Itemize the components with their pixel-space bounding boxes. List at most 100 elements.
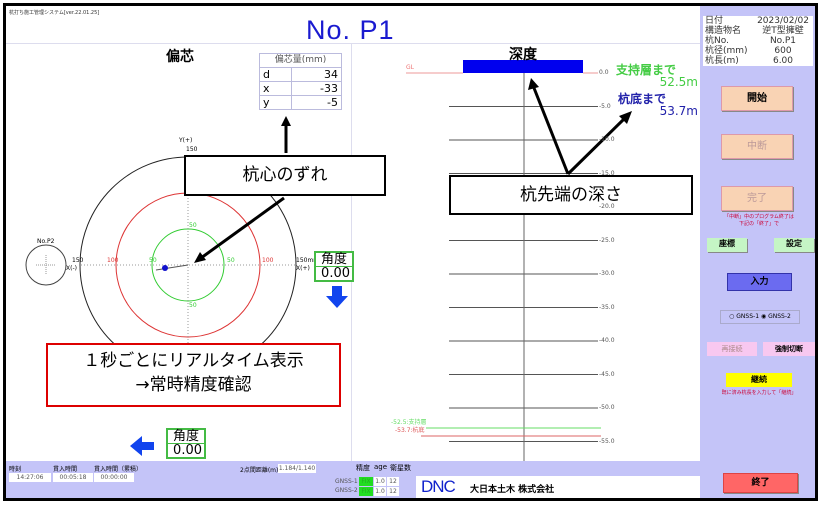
bottom-marker-label: -53.7:杭底 bbox=[395, 427, 425, 434]
gnss2-fix-status: FIX bbox=[359, 487, 373, 496]
tick-50: 50 bbox=[189, 302, 197, 309]
gnss-header-accuracy: 精度 bbox=[356, 464, 370, 472]
depth-tick-label: -30.0 bbox=[599, 270, 615, 277]
tick-100: 100 bbox=[107, 257, 119, 264]
gnss1-radio[interactable]: ○ GNSS-1 bbox=[729, 313, 760, 320]
table-row: 日付 2023/02/02 bbox=[703, 16, 813, 26]
callout-tip-depth: 杭先端の深さ bbox=[449, 175, 693, 215]
radio-label: GNSS-2 bbox=[768, 313, 791, 320]
input-button[interactable]: 入力 bbox=[727, 273, 792, 291]
tick-50: 50 bbox=[227, 257, 235, 264]
left-arrow-icon bbox=[130, 436, 154, 456]
tick-150: 150 bbox=[72, 257, 84, 264]
logo-company: 大日本土木 株式会社 bbox=[470, 485, 555, 495]
gnss2-radio[interactable]: ◉ GNSS-2 bbox=[760, 313, 791, 320]
depth-title: 深度 bbox=[509, 47, 537, 63]
continue-button[interactable]: 継続 bbox=[726, 373, 792, 387]
info-value: 600 bbox=[774, 46, 792, 56]
bottom-angle-display: 角度 0.00 bbox=[166, 428, 206, 459]
eccentricity-title: 偏芯 bbox=[166, 49, 194, 65]
depth-tick-label: -55.0 bbox=[599, 437, 615, 445]
note-line: 下記の「終了」で bbox=[738, 221, 779, 227]
gnss2-sats: 12 bbox=[387, 487, 399, 496]
tick-150: 150 bbox=[186, 146, 198, 153]
depth-tick-label: -25.0 bbox=[599, 236, 615, 244]
cumulative-time-label: 貫入時間（累積） bbox=[94, 466, 143, 473]
callout-arrow bbox=[532, 87, 570, 175]
continue-note: 既に済み杭長を入力して「継続」 bbox=[721, 390, 797, 396]
depth-tick-label: -45.0 bbox=[599, 370, 615, 378]
force-disconnect-button[interactable]: 強制切断 bbox=[763, 342, 815, 356]
callout-line: １秒ごとにリアルタイム表示 bbox=[83, 351, 304, 371]
info-key: 杭径(mm) bbox=[705, 46, 748, 56]
info-key: 杭No. bbox=[705, 36, 729, 46]
offset-vector bbox=[155, 264, 189, 271]
pile-tip-bar bbox=[463, 60, 583, 73]
depth-tick-label: 0.0 bbox=[599, 69, 609, 76]
tick-150mm: 150mm bbox=[296, 257, 320, 264]
neighbor-pile-marker bbox=[25, 244, 67, 286]
settings-button[interactable]: 設定 bbox=[774, 238, 814, 252]
depth-tick-label: -40.0 bbox=[599, 337, 615, 344]
axis-label-x-minus: X(-) bbox=[66, 265, 77, 272]
distance-value: 1.184/1.140 bbox=[278, 464, 316, 473]
to-bearing-value: 52.5m bbox=[659, 75, 698, 89]
angle-label: 角度 bbox=[172, 429, 199, 444]
axis-label-y-plus: Y(+) bbox=[179, 137, 193, 144]
table-row: 構造物名逆T型擁壁 bbox=[703, 26, 813, 36]
depth-tick-label: -20.0 bbox=[599, 203, 615, 210]
gnss2-name: GNSS-2 bbox=[335, 487, 358, 494]
divider bbox=[6, 43, 701, 44]
angle-value: 0.00 bbox=[316, 266, 352, 280]
cumulative-time-value: 00:00:00 bbox=[94, 473, 134, 482]
complete-button[interactable]: 完了 bbox=[721, 186, 793, 211]
control-panel: 日付 2023/02/02 構造物名逆T型擁壁 杭No. No.P1 杭径(mm) 6… bbox=[700, 6, 815, 498]
status-bar: 時刻 14:27:06 貫入時間 00:05:18 貫入時間（累積） 00:00… bbox=[6, 461, 700, 498]
to-bearing-label: 支持層まで bbox=[616, 63, 677, 77]
app-window: 杭打ち施工管理システム[ver.22.01.25] No. P1 偏芯 偏芯量(… bbox=[3, 3, 818, 501]
pause-button[interactable]: 中断 bbox=[721, 134, 793, 159]
gnss1-name: GNSS-1 bbox=[335, 478, 358, 485]
arrow-head bbox=[194, 252, 206, 263]
gnss1-fix-status: FIX bbox=[359, 477, 373, 486]
coords-button[interactable]: 座標 bbox=[707, 238, 747, 252]
app-title: 杭打ち施工管理システム[ver.22.01.25] bbox=[9, 10, 100, 16]
to-bottom-value: 53.7m bbox=[659, 104, 698, 118]
arrow-head bbox=[528, 78, 539, 90]
info-value: No.P1 bbox=[769, 36, 797, 46]
exit-button[interactable]: 終了 bbox=[723, 473, 798, 493]
time-value: 14:27:06 bbox=[9, 473, 51, 482]
pile-info-table: 日付 2023/02/02 構造物名逆T型擁壁 杭No. No.P1 杭径(mm) 6… bbox=[703, 16, 813, 66]
info-key: 構造物名 bbox=[705, 26, 742, 36]
info-value: 6.00 bbox=[772, 56, 794, 66]
table-row: 杭No. No.P1 bbox=[703, 36, 813, 46]
depth-tick-label: -35.0 bbox=[599, 303, 615, 311]
info-value: 2023/02/02 bbox=[757, 16, 809, 26]
callout-arrow bbox=[566, 117, 626, 176]
penetration-time-value: 00:05:18 bbox=[53, 473, 93, 482]
tick-50: 50 bbox=[149, 257, 157, 264]
callout-arrow bbox=[200, 196, 285, 260]
pile-center-dot bbox=[162, 265, 168, 271]
info-key: 日付 bbox=[705, 16, 724, 26]
logo-brand: DNC bbox=[421, 477, 456, 496]
start-button[interactable]: 開始 bbox=[721, 86, 793, 111]
radio-label: GNSS-1 bbox=[736, 313, 760, 320]
arrow-head bbox=[281, 116, 291, 126]
time-label: 時刻 bbox=[9, 466, 22, 473]
table-row: 杭径(mm) 600 bbox=[703, 46, 813, 56]
gnss2-age: 1.0 bbox=[374, 487, 386, 496]
tick-50: 50 bbox=[189, 222, 197, 229]
to-bottom-label: 杭底まで bbox=[618, 92, 667, 106]
table-row: y-5 bbox=[259, 95, 342, 110]
reconnect-button[interactable]: 再接続 bbox=[707, 342, 757, 356]
complete-note: 「中断」中のプログラム終了は下記の「終了」で bbox=[705, 213, 813, 227]
callout-realtime: １秒ごとにリアルタイム表示 →常時精度確認 bbox=[46, 343, 341, 407]
depth-tick-label: -15.0 bbox=[599, 169, 615, 177]
company-logo: DNC 大日本土木 株式会社 bbox=[416, 476, 700, 498]
depth-tick-label: -10.0 bbox=[599, 136, 615, 143]
gl-label: GL bbox=[406, 64, 414, 71]
callout-line: →常時精度確認 bbox=[135, 375, 252, 395]
note-line: 「中断」中のプログラム終了は bbox=[724, 214, 794, 220]
pile-number-title: No. P1 bbox=[306, 15, 395, 45]
